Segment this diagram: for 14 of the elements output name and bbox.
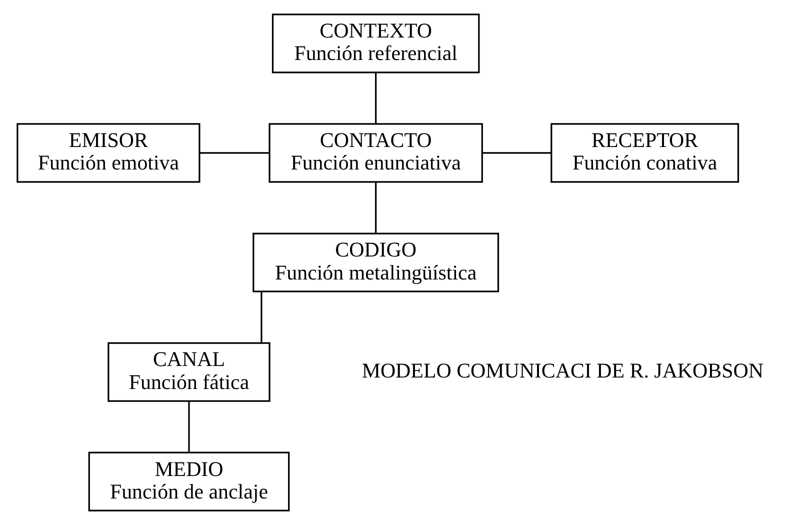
connector (375, 182, 377, 234)
node-box: CANAL Función fática (108, 342, 270, 402)
connector (200, 152, 270, 154)
node-box: CODIGO Función metalingüística (252, 232, 500, 292)
node-box: CONTACTO Función enunciativa (268, 123, 483, 183)
connector (375, 72, 377, 124)
label: MODELO COMUNICACI DE R. JAKOBSON (362, 358, 764, 383)
node-box: MEDIO Función de anclaje (88, 452, 290, 512)
node-box: EMISOR Función emotiva (16, 123, 200, 183)
connector (260, 292, 262, 343)
node-box: RECEPTOR Función conativa (550, 123, 740, 183)
connector (482, 152, 552, 154)
node-box: CONTEXTO Función referencial (272, 14, 480, 74)
connector (188, 401, 190, 452)
